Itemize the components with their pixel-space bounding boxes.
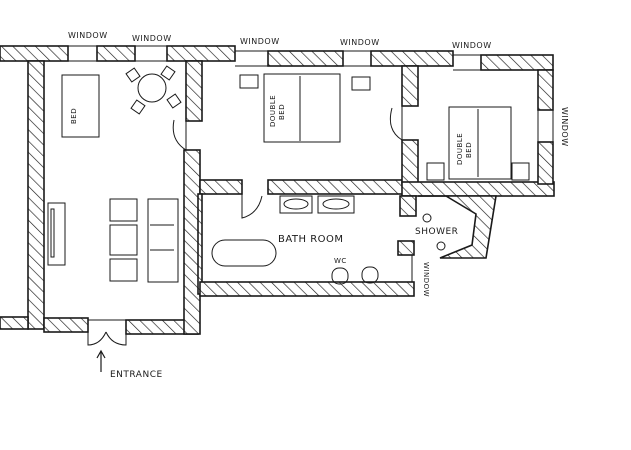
wall — [27, 60, 45, 330]
door — [389, 106, 403, 141]
wall — [397, 240, 415, 256]
window-label: WINDOW — [340, 38, 380, 47]
double-bed-label: DOUBLE — [456, 133, 464, 165]
wall — [43, 317, 89, 333]
tv — [50, 208, 55, 258]
shower-head — [422, 213, 432, 223]
armchair — [109, 258, 138, 282]
bathtub — [211, 239, 277, 267]
entrance-label: ENTRANCE — [110, 370, 163, 380]
wall — [199, 179, 243, 195]
wc-label: WC — [334, 257, 347, 265]
wall — [267, 50, 344, 67]
wc — [331, 267, 349, 285]
nightstand — [426, 162, 445, 181]
double-bed-label: DOUBLE — [269, 95, 277, 127]
wall — [480, 54, 554, 71]
entrance-arrow-icon — [96, 349, 106, 372]
double-bed-label: BED — [465, 142, 473, 158]
window-label: WINDOW — [240, 37, 280, 46]
wall — [0, 45, 69, 62]
double-bed — [263, 73, 341, 143]
entrance-door — [87, 331, 127, 346]
wall — [401, 181, 555, 197]
wall — [537, 69, 554, 111]
wall — [197, 193, 203, 295]
wall — [418, 195, 497, 259]
single-bed — [61, 74, 100, 138]
wall — [199, 281, 415, 297]
wall — [96, 45, 136, 62]
wall — [537, 141, 554, 185]
chair — [166, 93, 182, 109]
washbasin — [317, 195, 355, 214]
chair — [130, 99, 146, 115]
wall — [166, 45, 236, 62]
door — [241, 194, 263, 219]
shower-drain — [436, 241, 446, 251]
window-label: WINDOW — [560, 107, 569, 147]
bidet — [361, 266, 379, 284]
tv-unit — [47, 202, 66, 266]
wall — [0, 316, 29, 330]
door — [172, 119, 187, 151]
double-bed-label: BED — [278, 104, 286, 120]
wall — [185, 60, 203, 122]
double-bed — [448, 106, 512, 180]
sofa — [147, 198, 179, 283]
bathroom-label: BATH ROOM — [278, 234, 344, 245]
window-label: WINDOW — [68, 31, 108, 40]
wall — [401, 65, 419, 107]
window-label: WINDOW — [132, 34, 172, 43]
wall — [399, 195, 417, 217]
window-label: WINDOW — [452, 41, 492, 50]
coffee-table — [109, 224, 138, 256]
window-label: WINDOW — [422, 262, 430, 297]
wall — [370, 50, 454, 67]
wall — [267, 179, 409, 195]
round-table — [137, 73, 167, 103]
bed-label: BED — [70, 108, 78, 124]
nightstand — [351, 76, 371, 91]
armchair — [109, 198, 138, 222]
chair — [160, 65, 176, 81]
shower-label: SHOWER — [415, 227, 458, 237]
washbasin — [279, 195, 313, 214]
nightstand — [239, 74, 259, 89]
nightstand — [511, 162, 530, 181]
chair — [125, 67, 141, 83]
wall — [401, 139, 419, 185]
